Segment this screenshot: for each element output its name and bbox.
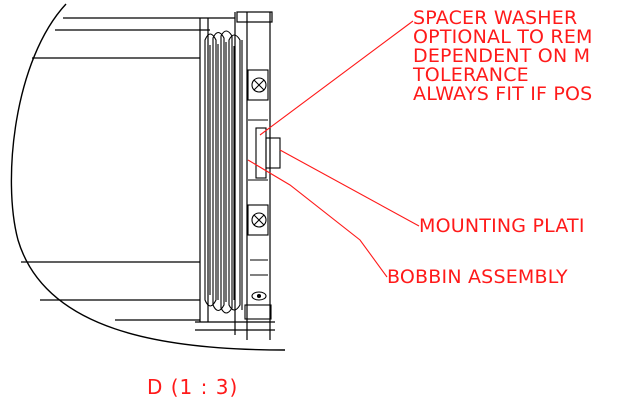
bobbin-assembly-plates <box>204 30 243 314</box>
detail-circle-outline <box>10 3 286 351</box>
leader-spacer-washer <box>259 20 414 136</box>
screw-head-bottom <box>251 212 267 228</box>
spacer-washer-note: SPACER WASHER OPTIONAL TO REM DEPENDENT … <box>413 9 593 104</box>
spacer-washer-line-1: SPACER WASHER <box>413 7 578 29</box>
screw-head-top <box>251 77 267 93</box>
leader-lines <box>247 20 420 278</box>
leader-bobbin-assembly <box>247 159 388 278</box>
lower-fastener <box>251 291 267 301</box>
spacer-washer-line-5: ALWAYS FIT IF POS <box>413 83 593 105</box>
bobbin-assembly-label: BOBBIN ASSEMBLY <box>387 266 568 288</box>
spacer-washer-line-4: TOLERANCE <box>413 64 529 86</box>
spacer-washer-line-3: DEPENDENT ON M <box>413 45 591 67</box>
mounting-plate <box>244 69 281 320</box>
housing <box>21 11 275 340</box>
leader-mounting-plate <box>279 149 420 227</box>
spacer-washer-line-2: OPTIONAL TO REM <box>413 26 593 48</box>
mounting-plate-label: MOUNTING PLATI <box>419 215 585 237</box>
detail-view-label: D (1 : 3) <box>147 375 239 399</box>
